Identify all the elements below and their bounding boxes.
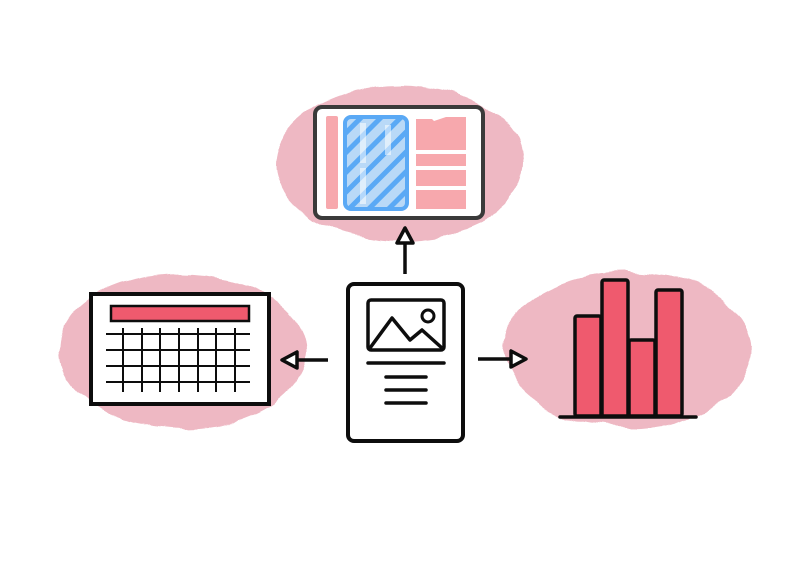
chart-icon-bar-2 xyxy=(600,278,630,418)
table-grid-icon xyxy=(89,292,271,406)
document-text-lines xyxy=(366,361,446,405)
arrow-left xyxy=(280,350,328,370)
chart-icon-bar-3 xyxy=(627,338,657,418)
image-placeholder-icon xyxy=(366,298,446,352)
table-header-bar xyxy=(109,304,251,323)
document-with-image-icon xyxy=(346,282,465,443)
layout-highlight-column xyxy=(343,115,409,211)
layout-mockup-icon xyxy=(313,105,485,220)
arrow-right xyxy=(478,349,528,369)
table-grid-lines xyxy=(106,328,250,392)
arrow-up xyxy=(395,226,415,274)
chart-icon-bar-1 xyxy=(573,314,603,418)
layout-right-panels xyxy=(416,117,466,209)
layout-left-strip xyxy=(326,116,338,209)
bar-chart-icon xyxy=(558,278,698,419)
chart-icon-bar-4 xyxy=(654,288,684,418)
